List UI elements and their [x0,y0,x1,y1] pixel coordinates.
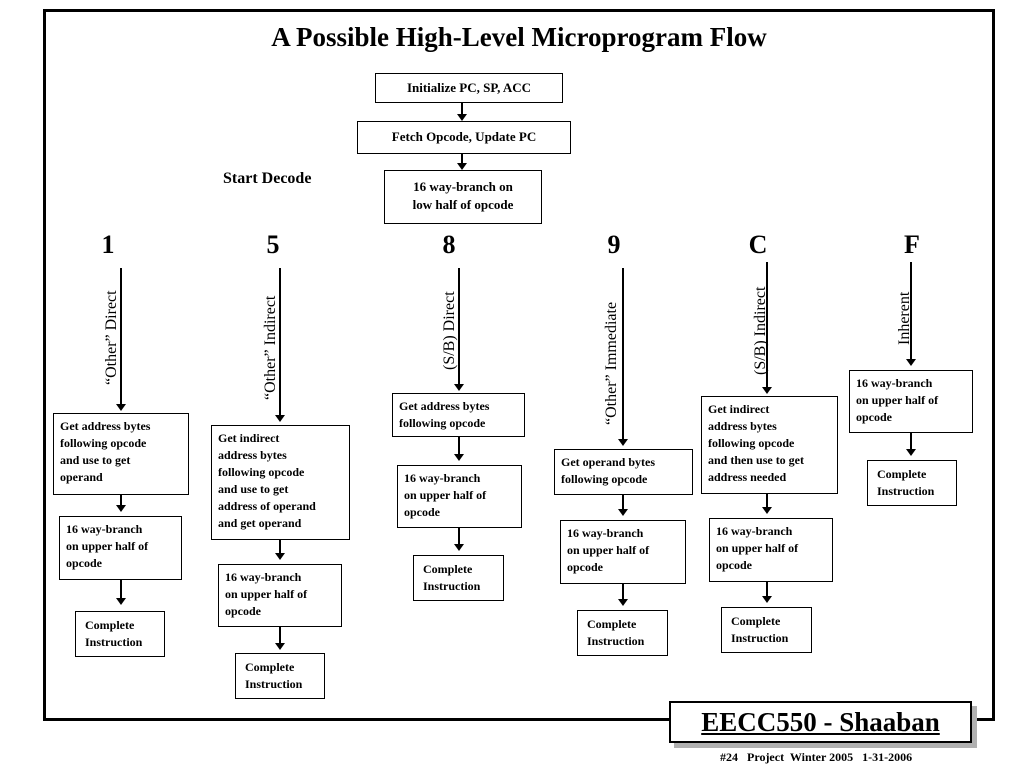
col-head-1: 1 [101,230,115,259]
mode-label-5: “Other” Indirect [262,295,279,400]
arrow-head [906,449,916,456]
col9-step1-box: Get operand bytes following opcode [554,449,693,495]
col5-complete-box: Complete Instruction [235,653,325,699]
colf-complete-box: Complete Instruction [867,460,957,506]
arrow-head [762,507,772,514]
arrow-shaft [279,268,281,416]
col9-step2-box: 16 way-branch on upper half of opcode [560,520,686,584]
arrow-shaft [458,528,460,545]
arrow-head [762,596,772,603]
col-head-c: C [748,230,768,259]
init-box: Initialize PC, SP, ACC [375,73,563,103]
col8-step2-box: 16 way-branch on upper half of opcode [397,465,522,528]
arrow-shaft [120,580,122,600]
arrow-head [454,384,464,391]
arrow-shaft [766,494,768,508]
arrow-shaft [622,268,624,440]
mode-label-1: “Other” Direct [103,290,120,385]
colc-complete-box: Complete Instruction [721,607,812,653]
arrow-head [275,415,285,422]
col8-step1-box: Get address bytes following opcode [392,393,525,437]
arrow-shaft [279,540,281,555]
arrow-shaft [458,268,460,385]
arrow-head [457,114,467,121]
arrow-head [454,544,464,551]
arrow-shaft [766,262,768,388]
arrow-head [454,454,464,461]
arrow-head [457,163,467,170]
arrow-shaft [458,437,460,455]
colf-step1-box: 16 way-branch on upper half of opcode [849,370,973,433]
arrow-head [275,643,285,650]
slide-frame [43,9,995,721]
colc-step2-box: 16 way-branch on upper half of opcode [709,518,833,582]
arrow-shaft [120,495,122,506]
arrow-head [116,404,126,411]
arrow-shaft [910,433,912,450]
arrow-shaft [461,103,463,117]
col1-step1-box: Get address bytes following opcode and u… [53,413,189,495]
col-head-5: 5 [266,230,280,259]
footer-brand-text: EECC550 - Shaaban [701,706,940,737]
fetch-box: Fetch Opcode, Update PC [357,121,571,154]
col5-step2-box: 16 way-branch on upper half of opcode [218,564,342,627]
arrow-head [618,509,628,516]
arrow-head [275,553,285,560]
col1-complete-box: Complete Instruction [75,611,165,657]
start-decode-label: Start Decode [223,170,312,187]
col1-step2-box: 16 way-branch on upper half of opcode [59,516,182,580]
branch-low-box: 16 way-branch on low half of opcode [384,170,542,224]
arrow-head [762,387,772,394]
arrow-head [618,599,628,606]
mode-label-8: (S/B) Direct [441,291,458,370]
page-title: A Possible High-Level Microprogram Flow [271,22,767,52]
mode-label-9: “Other” Immediate [603,301,620,425]
arrow-shaft [766,582,768,597]
col5-step1-box: Get indirect address bytes following opc… [211,425,350,540]
col-head-f: F [904,230,920,259]
arrow-head [906,359,916,366]
col8-complete-box: Complete Instruction [413,555,504,601]
colc-step1-box: Get indirect address bytes following opc… [701,396,838,494]
arrow-shaft [120,268,122,405]
arrow-head [618,439,628,446]
arrow-shaft [461,154,463,166]
arrow-shaft [622,495,624,510]
footer-info: #24 Project Winter 2005 1-31-2006 [720,750,913,764]
arrow-head [116,505,126,512]
arrow-shaft [279,627,281,644]
arrow-head [116,598,126,605]
arrow-shaft [910,262,912,360]
col-head-9: 9 [607,230,621,259]
col9-complete-box: Complete Instruction [577,610,668,656]
col-head-8: 8 [442,230,456,259]
arrow-shaft [622,584,624,600]
footer-brand: EECC550 - Shaaban [669,701,972,743]
